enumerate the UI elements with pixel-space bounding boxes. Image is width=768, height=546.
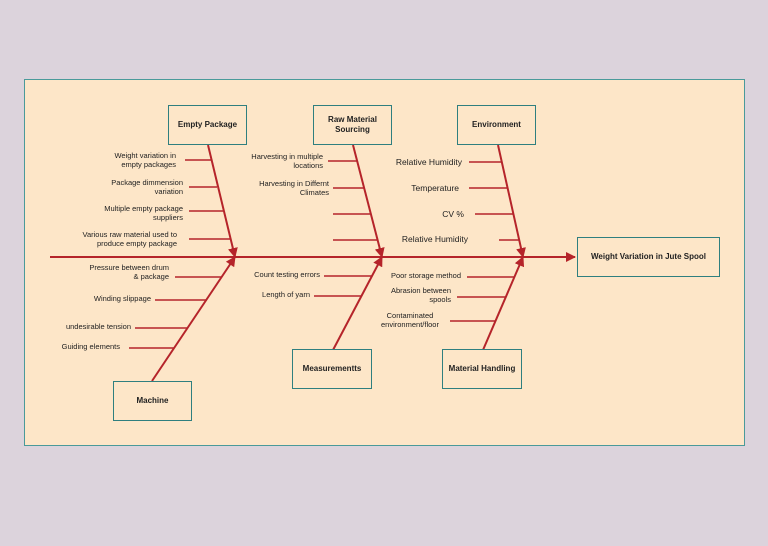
bone-material-handling	[482, 256, 525, 351]
bone-raw-material	[352, 144, 385, 258]
category-box-measurements: Measurementts	[292, 349, 372, 389]
category-box-material-handling: Material Handling	[442, 349, 522, 389]
category-box-environment: Environment	[457, 105, 536, 145]
cause-label: Length of yarn	[262, 290, 310, 299]
cause-label: Abrasion between spools	[390, 286, 451, 305]
cause-label: Poor storage method	[390, 271, 461, 280]
cause-label: Relative Humidity	[395, 157, 462, 167]
cause-label: Winding slippage	[93, 294, 151, 303]
cause-label: Various raw material used to produce emp…	[82, 230, 178, 249]
fishbone-lines	[50, 144, 576, 382]
cause-label: CV %	[442, 209, 464, 219]
cause-label: Weight variation in empty packages	[114, 151, 176, 170]
cause-label: Harvesting in multiple locations	[251, 152, 323, 171]
cause-label: Harvesting in Differnt Climates	[259, 179, 329, 198]
cause-label: Pressure between drum & package	[89, 263, 169, 282]
cause-label: Package dimmension variation	[111, 178, 183, 197]
category-box-machine: Machine	[113, 381, 192, 421]
effect-box: Weight Variation in Jute Spool	[577, 237, 720, 277]
bone-empty-package	[207, 144, 238, 258]
bone-measurements	[332, 256, 383, 351]
cause-label: Count testing errors	[254, 270, 320, 279]
cause-label: Multiple empty package suppliers	[104, 204, 183, 223]
cause-label: Temperature	[411, 183, 459, 193]
cause-label: Guiding elements	[61, 342, 120, 351]
diagram-canvas: Empty Package Raw Material Sourcing Envi…	[24, 79, 745, 446]
cause-label: Contaminated environment/floor	[381, 311, 439, 330]
bone-environment	[497, 144, 526, 258]
category-box-raw-material: Raw Material Sourcing	[313, 105, 392, 145]
category-box-empty-package: Empty Package	[168, 105, 247, 145]
cause-label: undesirable tension	[65, 322, 131, 331]
cause-label: Relative Humidity	[401, 234, 468, 244]
